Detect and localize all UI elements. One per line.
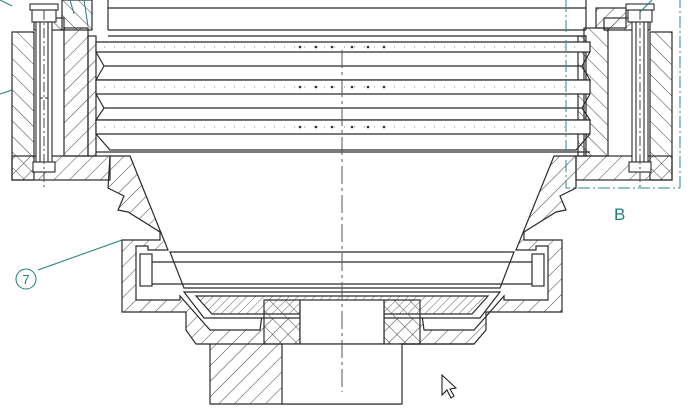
balloon-number: 7 xyxy=(22,272,29,287)
detail-b-frame xyxy=(565,0,681,189)
right-flange xyxy=(575,7,673,181)
top-cap xyxy=(107,0,587,37)
right-bolt xyxy=(625,3,655,190)
membrane-stack xyxy=(94,41,592,153)
detail-label: B xyxy=(614,205,625,224)
part-balloon[interactable]: 7 xyxy=(15,268,37,290)
left-flange xyxy=(11,0,111,181)
arrow-cursor-icon xyxy=(441,373,458,399)
leader-lines xyxy=(0,0,653,271)
conical-housing xyxy=(107,155,577,405)
left-bolt xyxy=(29,3,59,190)
